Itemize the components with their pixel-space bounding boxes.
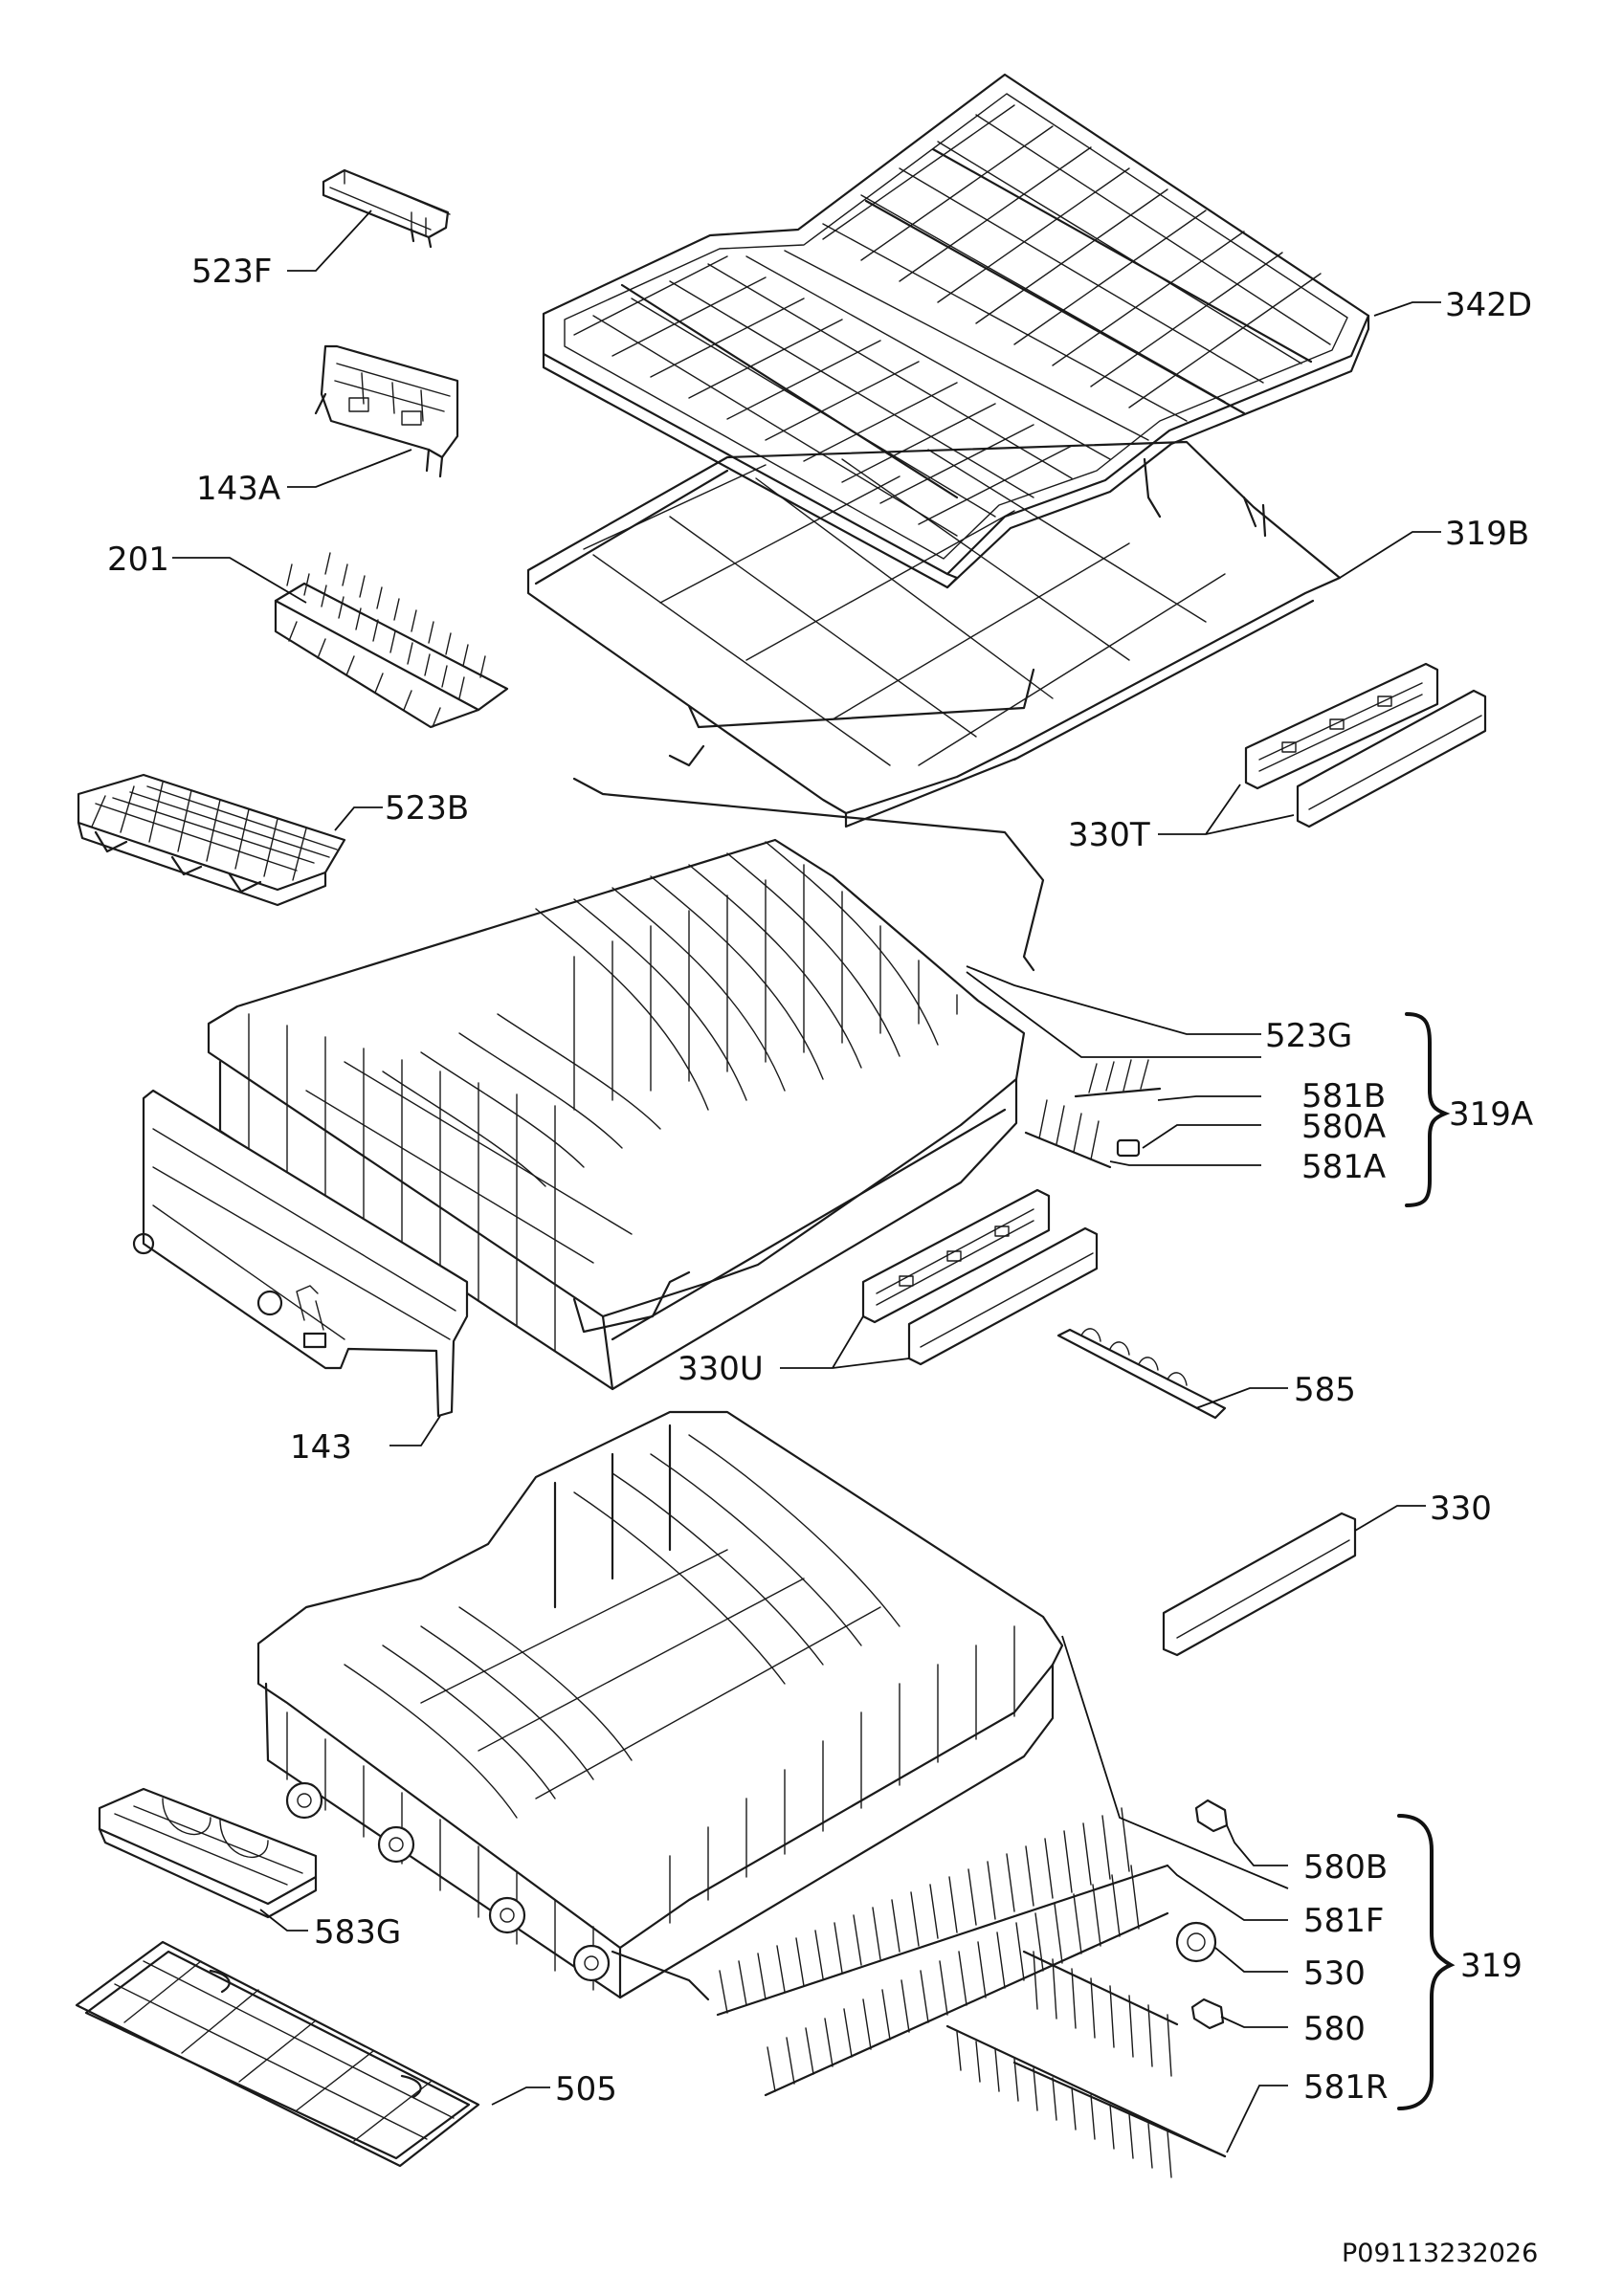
label-523B: 523B: [385, 789, 469, 828]
label-523F: 523F: [191, 253, 272, 291]
label-585: 585: [1294, 1371, 1356, 1409]
label-581F: 581F: [1303, 1902, 1384, 1940]
label-330U: 330U: [678, 1350, 764, 1388]
part-585-drawing: [1056, 1328, 1227, 1420]
part-583G-drawing: [98, 1787, 318, 1919]
part-143-drawing: [132, 1089, 469, 1418]
part-580B-drawing: [1194, 1799, 1229, 1833]
label-342D: 342D: [1445, 286, 1532, 324]
label-580: 580: [1303, 2010, 1366, 2048]
part-330T-drawing: [1244, 662, 1487, 828]
label-319B: 319B: [1445, 515, 1529, 553]
label-319: 319: [1460, 1947, 1523, 1985]
label-581B: 581B: [1301, 1077, 1386, 1115]
label-581A: 581A: [1301, 1148, 1386, 1186]
part-530-drawing: [1175, 1921, 1217, 1963]
part-330-drawing: [1162, 1512, 1357, 1657]
part-523F-drawing: [322, 168, 451, 249]
label-523G: 523G: [1265, 1017, 1352, 1055]
label-143A: 143A: [196, 470, 280, 508]
label-330T: 330T: [1068, 816, 1150, 854]
label-505: 505: [555, 2070, 617, 2108]
part-581R-drawing: [945, 1950, 1227, 2178]
part-581F-drawing: [716, 1807, 1169, 2097]
part-523B-drawing: [77, 773, 346, 907]
leader-lines: [172, 210, 1441, 2153]
label-580A: 580A: [1301, 1108, 1386, 1146]
part-319A-drawing: [207, 777, 1045, 1391]
part-143A-drawing: [314, 344, 459, 478]
label-201: 201: [107, 541, 169, 579]
label-583G: 583G: [314, 1913, 401, 1952]
label-143: 143: [290, 1428, 352, 1467]
drawing-code: P09113232026: [1342, 2239, 1538, 2268]
label-319A: 319A: [1449, 1095, 1533, 1134]
brace-319A: [1405, 1012, 1451, 1207]
part-581A-drawing: [1024, 1099, 1112, 1169]
brace-319: [1397, 1814, 1456, 2110]
part-580A-drawing: [1116, 1138, 1141, 1158]
part-201-drawing: [274, 552, 509, 729]
part-342D-drawing: [542, 73, 1370, 589]
label-330: 330: [1430, 1490, 1492, 1528]
part-319-drawing: [256, 1410, 1064, 2001]
part-580-drawing: [1190, 1998, 1225, 2030]
label-580B: 580B: [1303, 1848, 1388, 1887]
label-530: 530: [1303, 1954, 1366, 1993]
label-581R: 581R: [1303, 2068, 1389, 2107]
part-505-drawing: [75, 1940, 480, 2168]
part-581B-drawing: [1074, 1059, 1162, 1098]
